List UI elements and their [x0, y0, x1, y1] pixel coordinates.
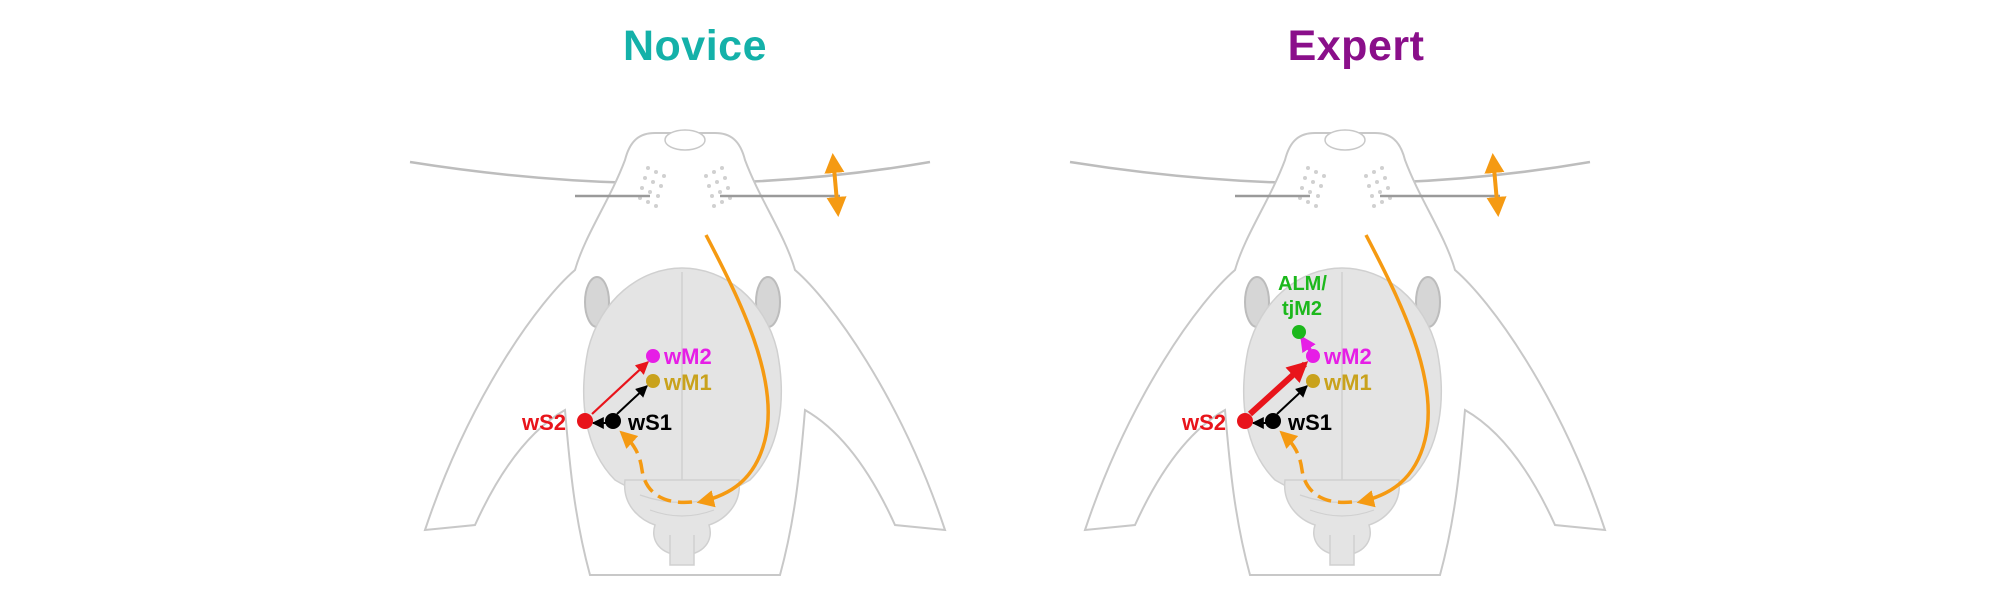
- whisker-pad-dots-right: [1364, 166, 1392, 208]
- node-ws2: [1237, 413, 1253, 429]
- ws2-to-wm2-arrow: [591, 361, 649, 415]
- node-wm1: [1306, 374, 1320, 388]
- label-wm2: wM2: [1323, 344, 1372, 369]
- whisker-movement-arrow: [824, 153, 847, 217]
- node-wm1: [646, 374, 660, 388]
- node-ws1: [605, 413, 621, 429]
- label-ws1: wS1: [1287, 410, 1332, 435]
- ws2-to-wm2-arrow: [1247, 361, 1309, 417]
- label-alm-line2: tjM2: [1282, 298, 1322, 320]
- nose-tip: [664, 129, 706, 151]
- label-ws2: wS2: [521, 410, 566, 435]
- node-alm-tjm2: [1292, 325, 1306, 339]
- thalamic-pathway: [1279, 430, 1353, 505]
- novice-panel: Novice: [409, 22, 947, 576]
- label-ws2: wS2: [1181, 410, 1226, 435]
- novice-diagram: wS2 wS1 wM1 wM2: [409, 129, 947, 576]
- whisker-movement-arrow: [1484, 153, 1507, 217]
- wm2-to-alm-arrow: [1300, 335, 1316, 354]
- whisker-pad-dots-left: [1298, 166, 1326, 208]
- label-ws1: wS1: [627, 410, 672, 435]
- node-ws1: [1265, 413, 1281, 429]
- sensory-pathway: [1356, 234, 1430, 508]
- panel-title-expert: Expert: [1287, 22, 1425, 70]
- ws1-to-wm1-arrow: [616, 385, 648, 415]
- nose-tip: [1324, 129, 1366, 151]
- node-wm2: [646, 349, 660, 363]
- panel-title-novice: Novice: [622, 22, 767, 70]
- label-alm-line1: ALM/: [1278, 273, 1327, 295]
- thalamic-pathway: [619, 430, 693, 505]
- expert-diagram: ALM/ tjM2 wS2 wS1 wM1 wM2: [1069, 129, 1607, 576]
- label-wm1: wM1: [663, 370, 712, 395]
- node-ws2: [577, 413, 593, 429]
- expert-panel: Expert: [660, 0, 1660, 600]
- label-wm2: wM2: [663, 344, 712, 369]
- label-wm1: wM1: [1323, 370, 1372, 395]
- sensory-pathway: [696, 234, 770, 508]
- whisker-pad-dots-left: [638, 166, 666, 208]
- ws1-to-wm1-arrow: [1276, 385, 1308, 415]
- node-wm2: [1306, 349, 1320, 363]
- whisker-pad-dots-right: [704, 166, 732, 208]
